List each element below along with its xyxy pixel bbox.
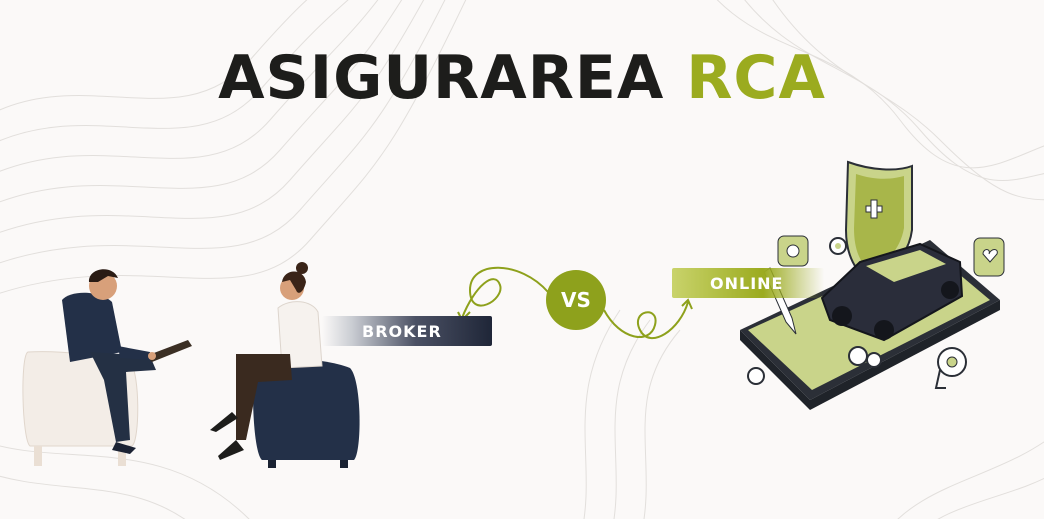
title-main: ASIGURAREA: [218, 43, 665, 113]
broker-label-text: BROKER: [362, 321, 442, 341]
online-insurance-illustration: [740, 160, 1005, 410]
vs-text: VS: [561, 288, 591, 312]
man-in-armchair: [22, 269, 192, 466]
title-accent: RCA: [686, 43, 826, 113]
page-title: ASIGURAREA RCA: [0, 38, 1044, 118]
woman-in-armchair: [210, 262, 360, 468]
broker-label: BROKER: [322, 316, 492, 346]
online-label-text: ONLINE: [710, 273, 784, 293]
online-label: ONLINE: [672, 268, 824, 298]
vs-badge: VS: [546, 270, 606, 330]
